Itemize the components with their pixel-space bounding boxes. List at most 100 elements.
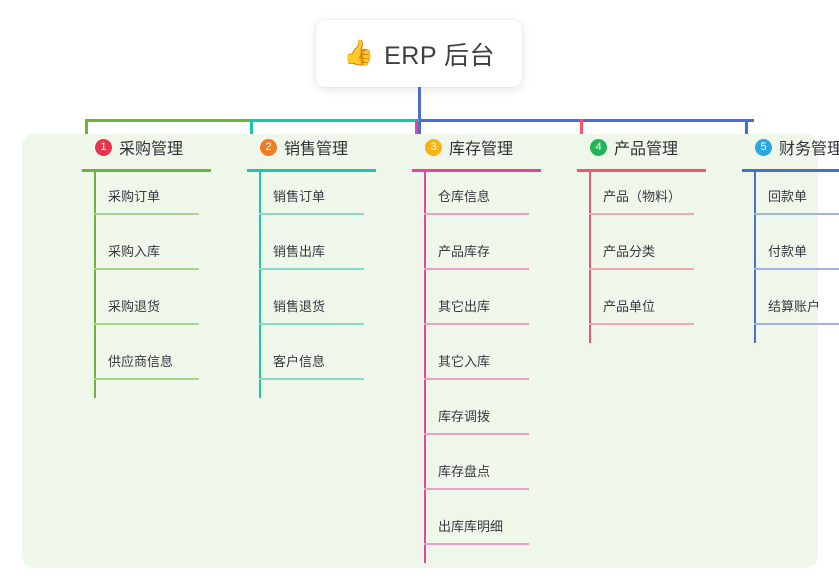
- branch-header-1[interactable]: 1 采购管理: [73, 134, 233, 160]
- branch-title: 产品管理: [614, 141, 679, 158]
- branch-item-label: 结算账户: [768, 299, 821, 314]
- branch-item[interactable]: 销售退货: [238, 279, 398, 334]
- branch-item-underline: [424, 488, 529, 490]
- branch-item[interactable]: 结算账户: [733, 279, 839, 334]
- thumbs-up-icon: 👍: [342, 39, 375, 67]
- branch-column-4: 4 产品管理产品（物料） 产品分类产品单位: [568, 134, 728, 343]
- branch-header-underline: [577, 169, 706, 172]
- root-node-title: ERP 后台: [384, 41, 496, 70]
- branch-item-label: 其它出库: [438, 299, 491, 314]
- branch-item-label: 销售出库: [273, 244, 326, 259]
- branch-item-underline: [424, 543, 529, 545]
- branch-item-underline: [94, 378, 199, 380]
- branch-item-label: 销售退货: [273, 299, 326, 314]
- branch-spine: [754, 169, 756, 343]
- branch-item[interactable]: 产品单位: [568, 279, 728, 334]
- branch-item-label: 客户信息: [273, 354, 326, 369]
- branch-spine: [589, 169, 591, 343]
- branch-header-4[interactable]: 4 产品管理: [568, 134, 728, 160]
- branch-item-underline: [424, 378, 529, 380]
- branch-header-underline: [82, 169, 211, 172]
- branch-item-label: 采购入库: [108, 244, 161, 259]
- branch-item-underline: [259, 378, 364, 380]
- branch-item-list: 仓库信息产品库存其它出库其它入库库存调拨库存盘点出库库明细: [403, 160, 563, 554]
- branch-item[interactable]: 出库库明细: [403, 499, 563, 554]
- branch-item-underline: [754, 268, 839, 270]
- branch-item-underline: [424, 323, 529, 325]
- branch-spine: [424, 169, 426, 563]
- branch-title: 库存管理: [449, 141, 514, 158]
- branch-item-underline: [589, 268, 694, 270]
- branch-item[interactable]: 回款单: [733, 169, 839, 224]
- branch-item[interactable]: 产品（物料）: [568, 169, 728, 224]
- branch-title: 财务管理: [779, 141, 839, 158]
- branch-item-underline: [94, 213, 199, 215]
- branch-item[interactable]: 其它入库: [403, 334, 563, 389]
- branch-spine: [259, 169, 261, 398]
- branch-item-label: 采购订单: [108, 189, 161, 204]
- branch-item-label: 库存盘点: [438, 464, 491, 479]
- branch-item-underline: [754, 323, 839, 325]
- branch-item-underline: [259, 323, 364, 325]
- branch-item-label: 产品分类: [603, 244, 656, 259]
- branch-item[interactable]: 客户信息: [238, 334, 398, 389]
- branch-item[interactable]: 仓库信息: [403, 169, 563, 224]
- branch-item-label: 产品库存: [438, 244, 491, 259]
- root-node[interactable]: 👍 ERP 后台: [316, 20, 522, 87]
- branch-item-underline: [259, 213, 364, 215]
- branch-item[interactable]: 销售订单: [238, 169, 398, 224]
- connector-segment-blue: [419, 119, 754, 122]
- branch-item-underline: [94, 268, 199, 270]
- branch-number-badge: 1: [95, 138, 112, 156]
- branch-item[interactable]: 产品库存: [403, 224, 563, 279]
- connector-segment-teal: [250, 119, 419, 122]
- branch-item-label: 其它入库: [438, 354, 491, 369]
- branch-item[interactable]: 其它出库: [403, 279, 563, 334]
- branch-header-underline: [412, 169, 541, 172]
- branch-item[interactable]: 库存盘点: [403, 444, 563, 499]
- branch-item-label: 产品（物料）: [603, 189, 682, 204]
- branch-item[interactable]: 采购订单: [73, 169, 233, 224]
- branch-item-label: 付款单: [768, 244, 808, 259]
- branch-item-label: 库存调拨: [438, 409, 491, 424]
- branch-item-label: 回款单: [768, 189, 808, 204]
- branch-header-underline: [247, 169, 376, 172]
- branch-spine: [94, 169, 96, 398]
- branch-number-badge: 4: [590, 138, 607, 156]
- branch-item[interactable]: 库存调拨: [403, 389, 563, 444]
- branch-item-underline: [94, 323, 199, 325]
- branch-item[interactable]: 产品分类: [568, 224, 728, 279]
- branch-item-label: 销售订单: [273, 189, 326, 204]
- branch-item[interactable]: 供应商信息: [73, 334, 233, 389]
- branch-item-list: 销售订单销售出库销售退货客户信息: [238, 160, 398, 389]
- branch-item-label: 供应商信息: [108, 354, 174, 369]
- branch-item-underline: [424, 433, 529, 435]
- branch-item-label: 仓库信息: [438, 189, 491, 204]
- branch-item-underline: [754, 213, 839, 215]
- branch-item-list: 采购订单采购入库采购退货供应商信息: [73, 160, 233, 389]
- branch-item[interactable]: 销售出库: [238, 224, 398, 279]
- branch-item[interactable]: 采购退货: [73, 279, 233, 334]
- branch-header-underline: [742, 169, 839, 172]
- branch-title: 采购管理: [119, 141, 184, 158]
- branch-item-underline: [424, 213, 529, 215]
- branch-item-list: 回款单付款单结算账户: [733, 160, 839, 334]
- root-connector-stem: [418, 87, 421, 171]
- branch-item-label: 出库库明细: [438, 519, 504, 534]
- connector-segment-green: [85, 119, 250, 122]
- branch-item-underline: [259, 268, 364, 270]
- branch-item[interactable]: 采购入库: [73, 224, 233, 279]
- branch-item-list: 产品（物料） 产品分类产品单位: [568, 160, 728, 334]
- branch-item-underline: [424, 268, 529, 270]
- branch-item-label: 产品单位: [603, 299, 656, 314]
- branch-item-label: 采购退货: [108, 299, 161, 314]
- branch-item[interactable]: 付款单: [733, 224, 839, 279]
- branch-number-badge: 2: [260, 138, 277, 156]
